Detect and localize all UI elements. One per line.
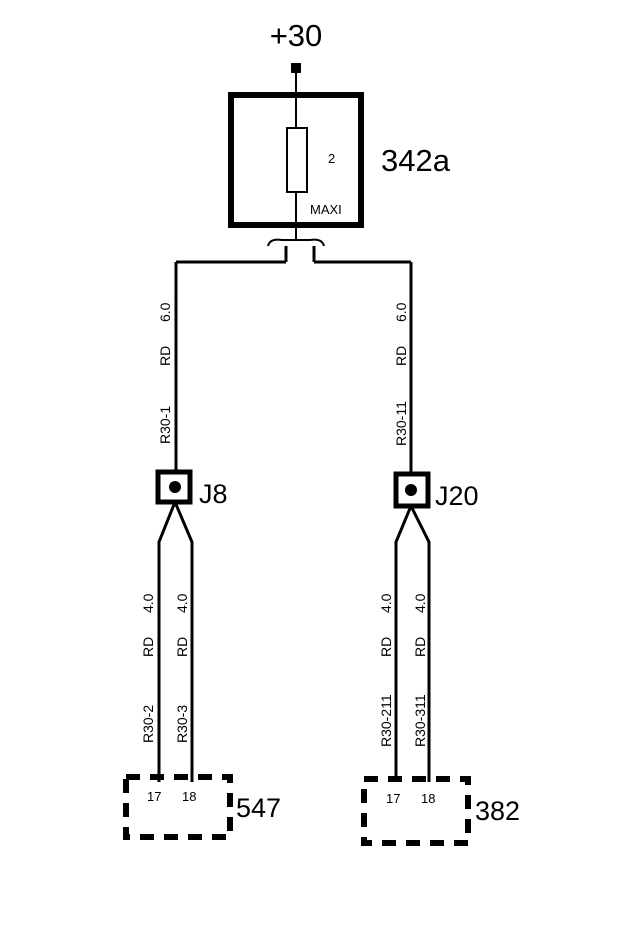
feed-j8-id: R30-1 <box>157 406 173 444</box>
wire-r30-3 <box>173 501 194 782</box>
fuse-type-label: MAXI <box>310 202 342 217</box>
fuse-element <box>286 127 308 193</box>
feed-j8-color: RD <box>157 346 173 366</box>
connector-547-label: 547 <box>236 793 281 823</box>
wire-r30-311-color: RD <box>412 637 428 657</box>
wire-r30-311-id: R30-311 <box>412 694 428 747</box>
connector-382 <box>361 776 471 846</box>
wire-r30-3-id: R30-3 <box>174 705 190 743</box>
splice-bridge <box>267 238 325 247</box>
connector-382-label: 382 <box>475 796 520 826</box>
feed-j20-id: R30-11 <box>393 401 409 446</box>
wire-r30-311 <box>409 505 431 782</box>
junction-j20-dot <box>405 484 417 496</box>
feed-j20-color: RD <box>393 346 409 366</box>
wire-r30-211-size: 4.0 <box>378 593 394 613</box>
supply-label: +30 <box>270 18 323 53</box>
wire-r30-3-size: 4.0 <box>174 593 190 613</box>
connector-547-pin-18: 18 <box>182 789 196 804</box>
connector-547-pin-17: 17 <box>147 789 161 804</box>
feed-j20-size: 6.0 <box>393 302 409 322</box>
junction-j8-label: J8 <box>199 479 228 509</box>
wire-r30-211 <box>394 505 413 782</box>
wire-r30-211-color: RD <box>378 637 394 657</box>
connector-382-pin-18: 18 <box>421 791 435 806</box>
feed-j8-size: 6.0 <box>157 302 173 322</box>
wire-r30-2-color: RD <box>140 637 156 657</box>
wire-r30-3-color: RD <box>174 637 190 657</box>
connector-382-pin-17: 17 <box>386 791 400 806</box>
junction-j8-dot <box>169 481 181 493</box>
wire-r30-2 <box>157 501 177 782</box>
connector-547 <box>123 774 233 840</box>
wire-r30-2-id: R30-2 <box>140 705 156 743</box>
fuse-pin-label: 2 <box>328 151 335 166</box>
wire-r30-311-size: 4.0 <box>412 593 428 613</box>
supply-terminal <box>291 63 301 73</box>
fuse-ref-label: 342a <box>381 143 451 178</box>
wire-r30-2-size: 4.0 <box>140 593 156 613</box>
junction-j20-label: J20 <box>435 481 479 511</box>
wire-r30-211-id: R30-211 <box>378 694 394 747</box>
